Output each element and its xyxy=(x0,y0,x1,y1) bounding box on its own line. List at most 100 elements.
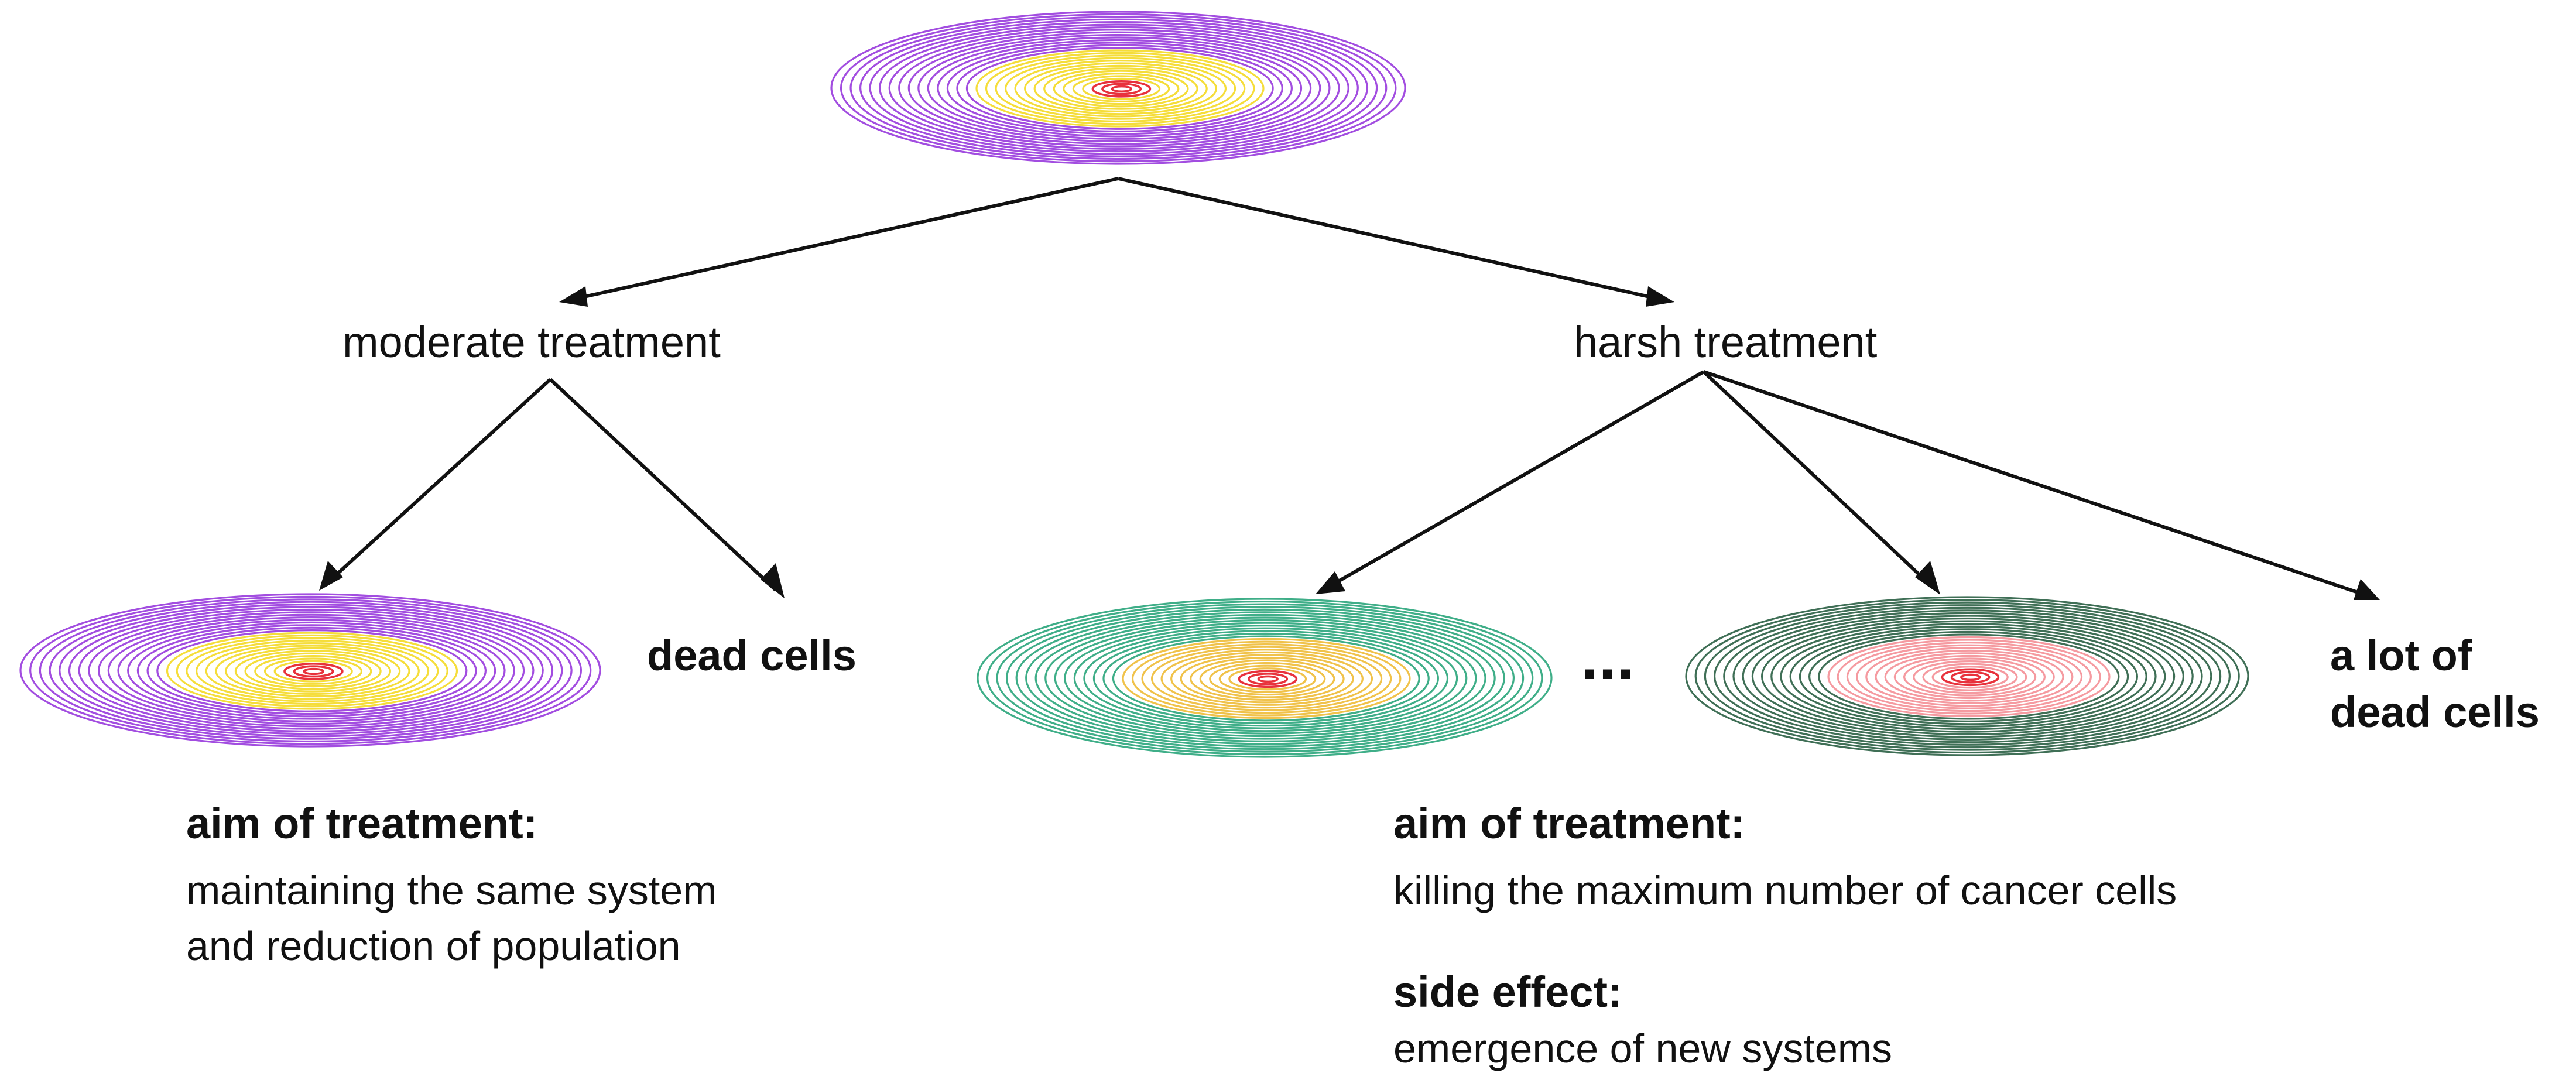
population-ring xyxy=(996,603,1534,753)
population-ring xyxy=(225,647,401,695)
population-ring xyxy=(830,11,1406,165)
population-ring xyxy=(59,604,563,738)
population-ring xyxy=(78,608,544,733)
population-ring xyxy=(136,624,487,718)
population-ring xyxy=(946,42,1293,135)
population-ring xyxy=(68,606,554,735)
population-ring xyxy=(1257,675,1279,683)
population-ring xyxy=(1064,622,1468,735)
population-ring xyxy=(956,44,1283,133)
population-ring xyxy=(1714,604,2222,749)
population-ring xyxy=(1014,59,1227,118)
arrows xyxy=(326,177,2369,598)
population-ring xyxy=(1827,636,2111,718)
dead-cells-label-harsh: dead cells xyxy=(2330,688,2540,736)
population-ring xyxy=(879,23,1359,153)
population-ring xyxy=(1903,657,2037,697)
population-ring xyxy=(995,54,1246,123)
population-ring xyxy=(1102,632,1430,724)
arrowhead-icon xyxy=(319,561,343,591)
population-ring xyxy=(1209,661,1326,696)
population-ring xyxy=(1122,637,1411,719)
population-ring xyxy=(1818,633,2120,720)
arrow-to-moderate-result xyxy=(326,378,552,584)
population-ring xyxy=(1006,606,1525,750)
population-ring xyxy=(254,654,372,688)
population-ring xyxy=(1248,673,1289,685)
population-ring xyxy=(127,621,496,720)
ellipsis-label: ... xyxy=(1581,621,1635,693)
population-ring xyxy=(1960,673,1981,681)
population-ring xyxy=(1799,628,2138,725)
population-ring xyxy=(1865,647,2074,707)
population-ring xyxy=(917,34,1321,143)
moderate-treatment-label: moderate treatment xyxy=(342,318,721,366)
population-ring xyxy=(1015,608,1515,748)
population-ring xyxy=(1063,73,1180,105)
moderate-aim-line-2: and reduction of population xyxy=(186,923,681,969)
side-effect-line-1: emergence of new systems xyxy=(1393,1026,1892,1071)
population-ring xyxy=(1808,630,2129,722)
population-ring xyxy=(869,20,1369,155)
population-ring xyxy=(88,611,535,730)
population-ring xyxy=(195,639,430,702)
population-ring xyxy=(1846,642,2092,712)
population-ring xyxy=(1053,70,1189,108)
arrowhead-icon xyxy=(1915,561,1940,595)
population-ring xyxy=(303,667,325,676)
side-effect-heading: side effect: xyxy=(1393,968,1622,1016)
population-ring xyxy=(888,26,1349,150)
harsh-aim-line-1: killing the maximum number of cancer cel… xyxy=(1393,868,2177,913)
population-ring xyxy=(849,16,1388,160)
population-ring xyxy=(1884,652,2055,702)
population-ring xyxy=(29,595,592,745)
population-ring xyxy=(840,13,1397,163)
population-ring xyxy=(215,645,410,698)
population-ring xyxy=(1092,630,1439,727)
population-ring xyxy=(1083,627,1449,729)
arrowhead-icon xyxy=(761,563,785,598)
population-ring xyxy=(1941,668,2000,687)
population-ring xyxy=(244,652,382,690)
population-ring xyxy=(1770,620,2166,733)
population-ring xyxy=(166,632,458,710)
arrowheads xyxy=(319,286,2380,600)
population-ring xyxy=(1043,67,1198,110)
population-ring xyxy=(1913,660,2027,694)
arrow-to-harsh-result-1 xyxy=(1325,370,1705,590)
population-ring xyxy=(186,637,439,705)
population-ring xyxy=(985,52,1255,125)
arrowhead-icon xyxy=(2354,579,2380,600)
population-ring xyxy=(1072,75,1170,102)
population-ring xyxy=(1190,656,1345,701)
population-ring xyxy=(1761,617,2176,736)
population-ring xyxy=(1111,85,1132,93)
population-harsh-result-2 xyxy=(1685,596,2249,756)
harsh-aim-heading: aim of treatment: xyxy=(1393,799,1745,848)
population-ring xyxy=(1950,671,1991,684)
population-ring xyxy=(1151,646,1383,711)
arrow-to-harsh-treatment xyxy=(1118,177,1663,301)
population-ring xyxy=(1723,606,2212,746)
population-ring xyxy=(1034,613,1496,743)
population-ring xyxy=(49,601,573,740)
population-ring xyxy=(1228,667,1307,691)
a-lot-of-label: a lot of xyxy=(2330,631,2472,680)
population-ring xyxy=(263,657,363,685)
population-ring xyxy=(965,46,1274,130)
population-ring xyxy=(898,29,1340,148)
population-ring xyxy=(1694,598,2240,754)
population-ring xyxy=(1931,666,2009,689)
population-ring xyxy=(1024,62,1217,115)
population-ring xyxy=(907,31,1331,145)
population-ring xyxy=(1131,640,1402,717)
population-ring xyxy=(1837,639,2101,715)
population-ring xyxy=(1141,643,1392,714)
population-ring xyxy=(1875,649,2064,704)
population-ring xyxy=(1054,619,1477,738)
population-ring xyxy=(146,626,477,715)
population-ring xyxy=(273,660,353,683)
population-ring xyxy=(1704,601,2231,751)
population-ring xyxy=(1732,609,2203,743)
population-ring xyxy=(1180,654,1354,704)
